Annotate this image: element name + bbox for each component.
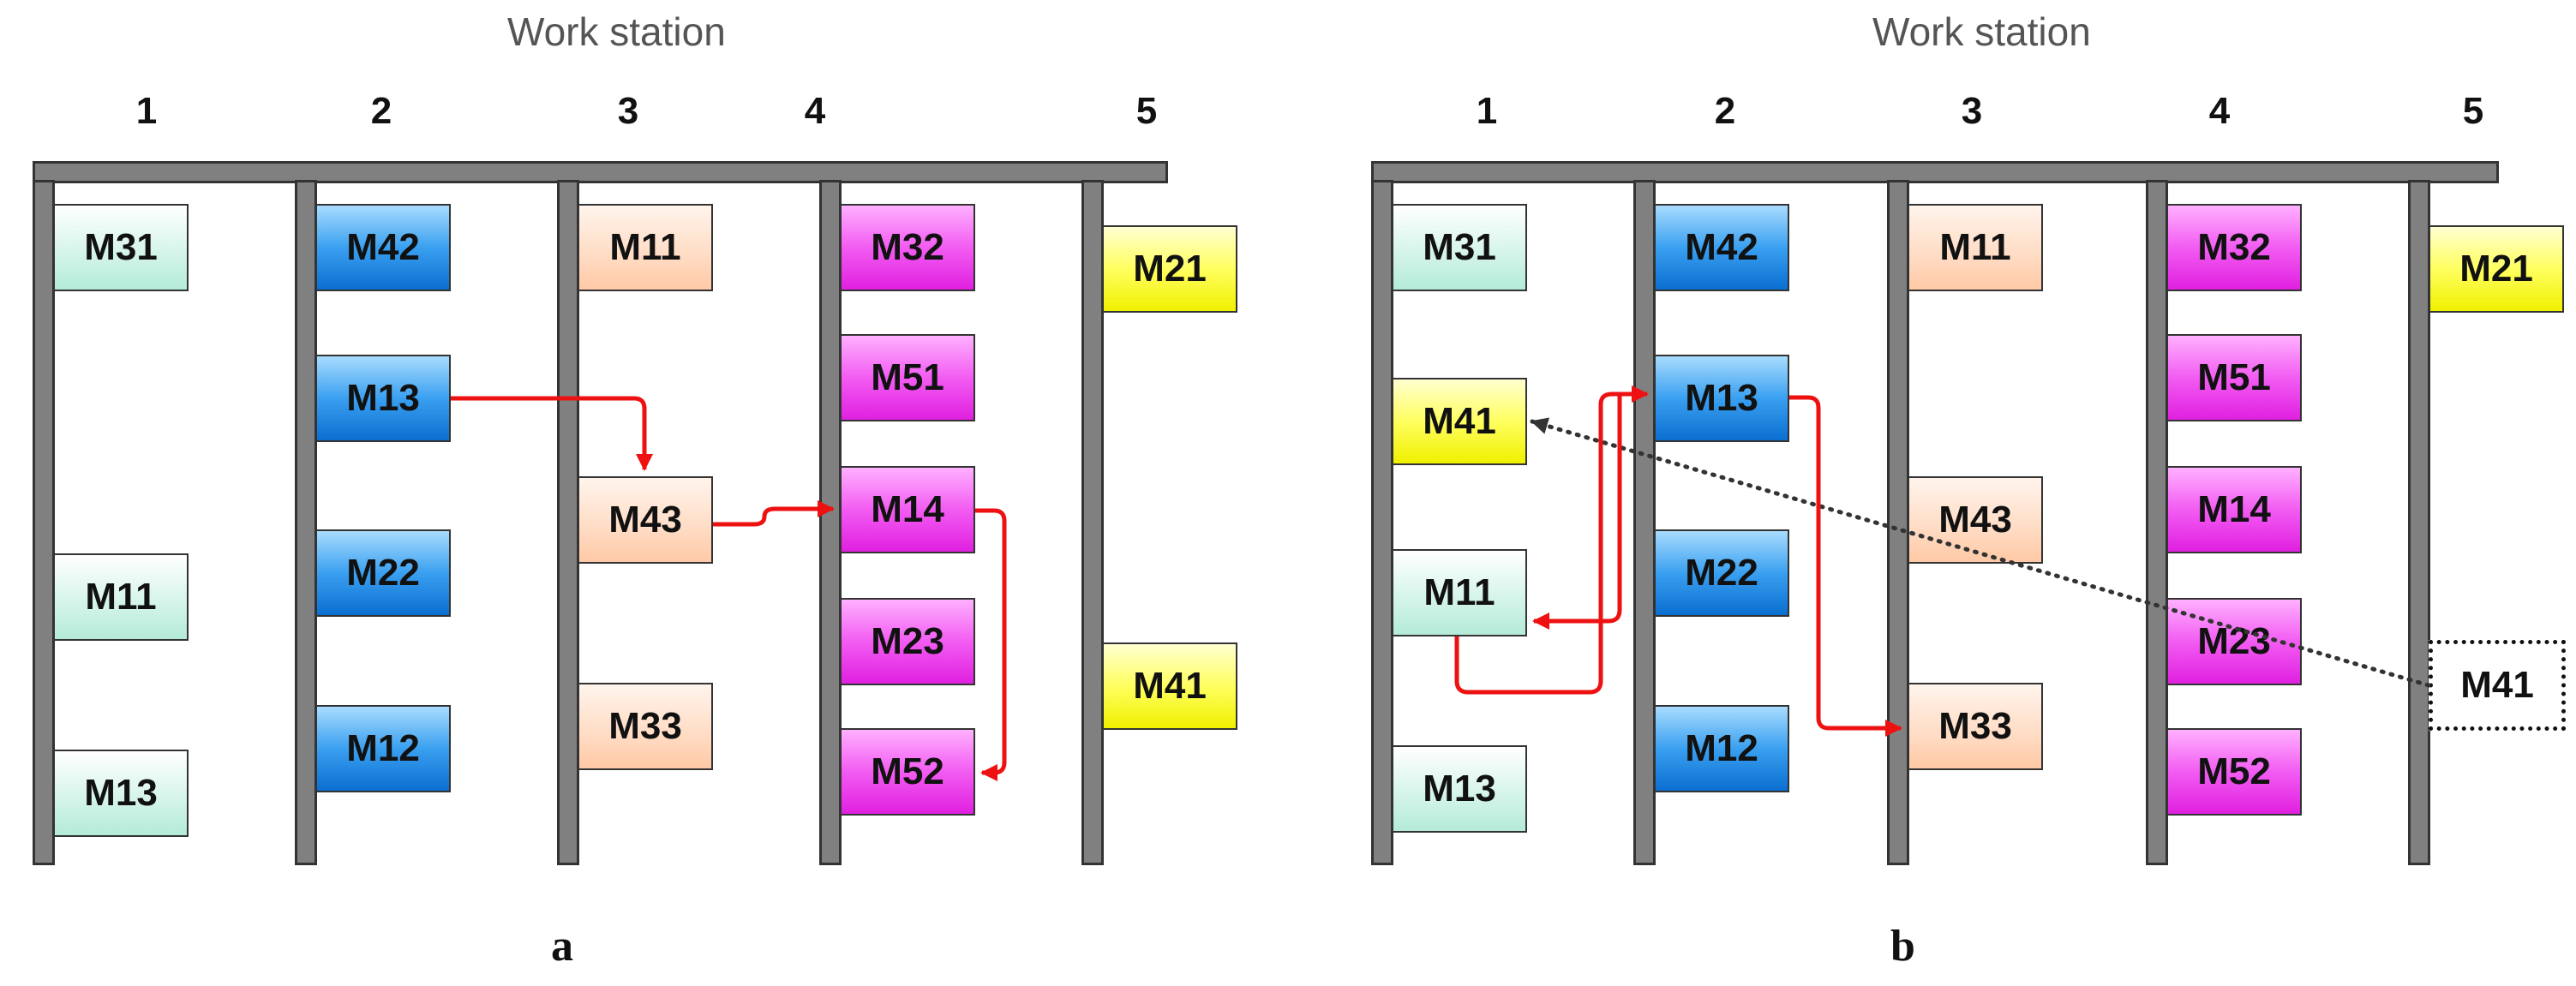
machine-box: M33 xyxy=(578,683,713,770)
machine-box: M41 xyxy=(1102,642,1237,730)
machine-box: M51 xyxy=(840,334,975,421)
machine-box: M42 xyxy=(1654,204,1789,291)
station-number-2: 2 xyxy=(1714,90,1736,132)
panel-b: Work station 1 2 3 4 5 M31 M41 M11 M13 M… xyxy=(1371,0,2576,986)
station-post-1 xyxy=(33,180,55,865)
route-arrow-back-to-m11 xyxy=(1532,394,1622,630)
station-number-1: 1 xyxy=(1476,90,1498,132)
machine-box: M11 xyxy=(578,204,713,291)
station-post-2 xyxy=(295,180,317,865)
route-arrow-m13-to-m43 xyxy=(451,396,653,471)
machine-box: M12 xyxy=(315,705,451,792)
machine-box: M33 xyxy=(1908,683,2043,770)
station-number-5: 5 xyxy=(2462,90,2484,132)
machine-box: M31 xyxy=(53,204,189,291)
machine-box: M11 xyxy=(53,553,189,641)
machine-box: M11 xyxy=(1908,204,2043,291)
station-post-3 xyxy=(557,180,579,865)
station-number-2: 2 xyxy=(370,90,392,132)
station-post-5 xyxy=(2408,180,2430,865)
station-number-1: 1 xyxy=(135,90,158,132)
machine-box: M14 xyxy=(840,466,975,553)
machine-box-relocated: M41 xyxy=(1392,378,1527,465)
station-post-4 xyxy=(819,180,842,865)
machine-box: M51 xyxy=(2166,334,2302,421)
machine-box: M12 xyxy=(1654,705,1789,792)
machine-box: M13 xyxy=(53,750,189,837)
machine-box: M14 xyxy=(2166,466,2302,553)
machine-box: M22 xyxy=(1654,529,1789,617)
station-post-5 xyxy=(1081,180,1104,865)
overhead-rail xyxy=(33,161,1168,183)
station-number-3: 3 xyxy=(1961,90,1983,132)
machine-ghost-original-position: M41 xyxy=(2429,640,2566,731)
machine-box: M32 xyxy=(2166,204,2302,291)
route-arrow-m13-to-m33 xyxy=(1789,395,1902,737)
station-post-1 xyxy=(1371,180,1393,865)
machine-box: M52 xyxy=(2166,728,2302,816)
station-post-3 xyxy=(1887,180,1909,865)
machine-box: M13 xyxy=(1392,745,1527,833)
work-station-title: Work station xyxy=(507,9,726,54)
machine-box: M21 xyxy=(1102,225,1237,313)
station-number-4: 4 xyxy=(804,90,826,132)
station-post-2 xyxy=(1633,180,1656,865)
panel-label-a: a xyxy=(551,922,573,971)
machine-box: M31 xyxy=(1392,204,1527,291)
station-number-4: 4 xyxy=(2208,90,2231,132)
machine-box: M23 xyxy=(840,598,975,685)
route-arrow-m43-to-m14 xyxy=(713,500,835,527)
machine-box: M23 xyxy=(2166,598,2302,685)
machine-box: M11 xyxy=(1392,549,1527,636)
machine-box: M43 xyxy=(1908,476,2043,564)
machine-box: M42 xyxy=(315,204,451,291)
station-number-3: 3 xyxy=(617,90,639,132)
machine-box: M32 xyxy=(840,204,975,291)
panel-label-b: b xyxy=(1890,922,1915,971)
machine-box: M13 xyxy=(1654,355,1789,442)
route-arrow-m14-to-m52 xyxy=(975,508,1007,781)
panel-a: Work station 1 2 3 4 5 M31 M11 M13 M42 M… xyxy=(33,9,1237,971)
machine-box: M21 xyxy=(2429,225,2564,313)
machine-box: M52 xyxy=(840,728,975,816)
station-number-5: 5 xyxy=(1135,90,1158,132)
overhead-rail xyxy=(1371,161,2499,183)
machine-box: M13 xyxy=(315,355,451,442)
station-post-4 xyxy=(2146,180,2168,865)
work-station-title: Work station xyxy=(1872,9,2091,54)
machine-box: M22 xyxy=(315,529,451,617)
machine-box: M43 xyxy=(578,476,713,564)
